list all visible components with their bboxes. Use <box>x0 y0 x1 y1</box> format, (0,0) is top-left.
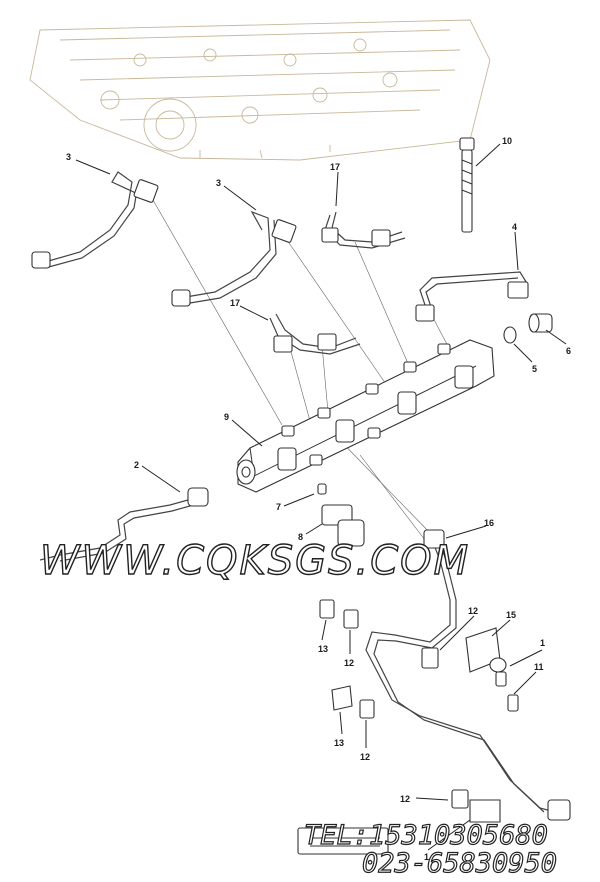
callout-labels: 3 3 17 10 4 17 6 5 9 2 7 8 16 12 15 1 13… <box>66 136 571 862</box>
callout-3b: 3 <box>216 178 221 188</box>
clamp-parts <box>319 599 519 823</box>
callout-4: 4 <box>512 222 517 232</box>
callout-17b: 17 <box>230 298 240 308</box>
callout-17a: 17 <box>330 162 340 172</box>
fuel-line-3b <box>171 210 297 307</box>
fuel-line-3a <box>31 171 159 269</box>
fuel-line-17b <box>269 313 361 355</box>
watermark-tel: TEL:15310305680 <box>304 820 548 851</box>
callout-2: 2 <box>134 460 139 470</box>
callout-15: 15 <box>506 610 516 620</box>
callout-16: 16 <box>484 518 494 528</box>
fuel-line-2 <box>39 487 209 562</box>
leader-lines <box>75 143 567 851</box>
callout-1b: 1 <box>424 852 429 862</box>
callout-5: 5 <box>532 364 537 374</box>
engine-block-sketch <box>29 19 491 161</box>
callout-8: 8 <box>298 532 303 542</box>
fuel-line-4 <box>415 271 529 322</box>
bottom-bracket <box>297 827 389 855</box>
callout-7: 7 <box>276 502 281 512</box>
watermark-site: WWW.CQKSGS.COM <box>40 538 470 584</box>
callout-12c: 12 <box>360 752 370 762</box>
callout-3a: 3 <box>66 152 71 162</box>
fuel-line-17a <box>321 211 406 249</box>
fuel-line-16 <box>365 529 571 821</box>
callout-11: 11 <box>534 662 544 672</box>
callout-12d: 12 <box>400 794 410 804</box>
callout-13a: 13 <box>318 644 328 654</box>
bolt-10 <box>459 137 475 233</box>
callout-12a: 12 <box>468 606 478 616</box>
callout-12b: 12 <box>344 658 354 668</box>
callout-13b: 13 <box>334 738 344 748</box>
callout-10: 10 <box>502 136 512 146</box>
callout-9: 9 <box>224 412 229 422</box>
fuel-rail <box>236 339 495 493</box>
callout-6: 6 <box>566 346 571 356</box>
callout-1a: 1 <box>540 638 545 648</box>
washer-5 <box>503 326 517 344</box>
plug-6 <box>528 313 553 333</box>
sensor-8 <box>321 504 365 547</box>
watermark-phone: 023-65830950 <box>362 848 557 879</box>
oring-7 <box>317 483 327 495</box>
